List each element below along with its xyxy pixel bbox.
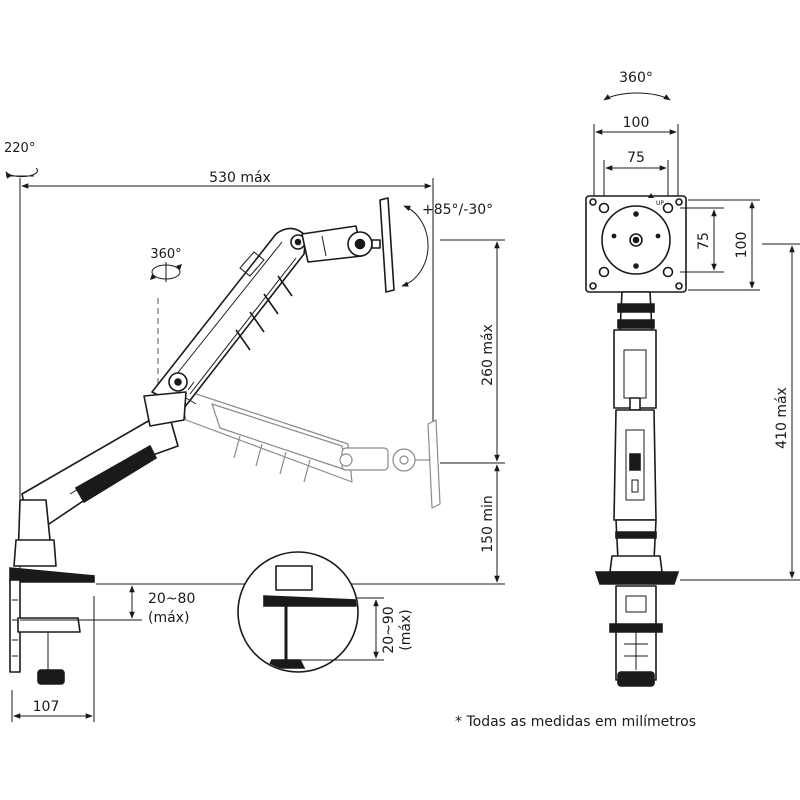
swivel-label: 360° (150, 247, 181, 262)
detail-circle (237, 551, 359, 673)
footnote: * Todas as medidas em milímetros (455, 714, 696, 730)
tilt-arc-icon (401, 205, 429, 287)
vesa-outer-height-label: 100 (734, 232, 750, 259)
vesa-inner-width-label: 75 (627, 150, 645, 166)
base-rotation-label: 220° (4, 141, 35, 156)
side-view: 220° 530 máx +85°/-30° 360° (4, 141, 505, 722)
vesa-inner-height-label: 75 (696, 232, 712, 250)
vesa-outer-width-label: 100 (623, 115, 650, 131)
lower-arm (21, 372, 197, 529)
swivel-arrow-icon (150, 262, 182, 282)
front-arm-column (594, 291, 680, 687)
height-range-label: 260 máx (480, 324, 496, 386)
base-rotation-arrow-icon (5, 167, 39, 179)
front-rotation-arrow-icon (603, 92, 671, 101)
front-rotation-label: 360° (619, 70, 653, 86)
vesa-plate: UP (585, 193, 687, 293)
base-width-label: 107 (33, 699, 60, 715)
total-height-label: 410 máx (774, 387, 790, 449)
clamp-thickness-note: (máx) (148, 610, 189, 626)
min-height-label: 150 min (480, 495, 496, 553)
reach-label: 530 máx (209, 170, 271, 186)
front-view: 360° 100 75 UP (585, 70, 800, 687)
tilt-head (301, 197, 395, 293)
grommet-detail-view: 20~90 (máx) (237, 551, 414, 673)
tilt-label: +85°/-30° (422, 202, 493, 218)
grommet-thickness-note: (máx) (398, 609, 414, 650)
up-marker: UP (656, 200, 664, 207)
pole-and-clamp (9, 499, 95, 685)
arm-lowered-ghost (177, 387, 441, 509)
clamp-thickness-label: 20~80 (148, 591, 195, 607)
grommet-thickness-label: 20~90 (381, 606, 397, 653)
